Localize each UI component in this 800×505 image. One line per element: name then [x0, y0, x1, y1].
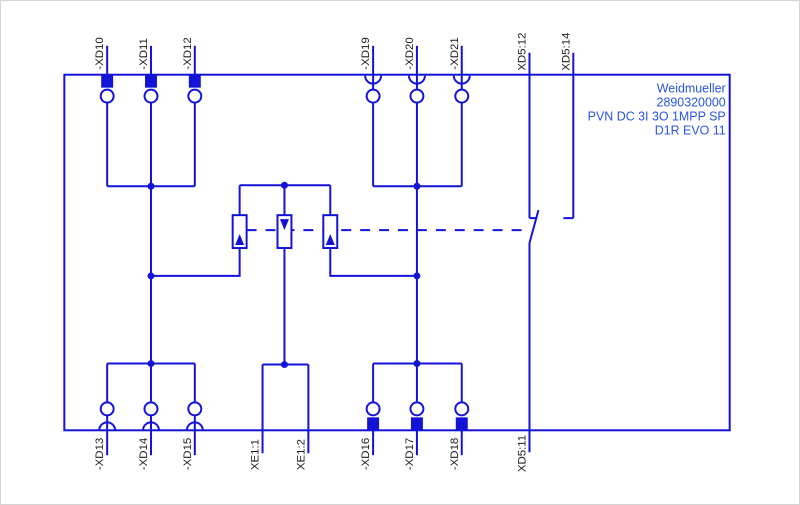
- terminal-label: XE1:1: [250, 439, 262, 470]
- junction-dot: [413, 360, 421, 368]
- socket-contact-icon: [364, 75, 383, 85]
- terminal-group-top-right: -XD19 -XD20 -XD21: [360, 37, 471, 190]
- junction-dot: [147, 182, 155, 190]
- junction-dot: [413, 272, 421, 280]
- terminal-label: -XD15: [182, 438, 194, 470]
- terminal-point-icon: [143, 401, 159, 417]
- terminal-label: -XD11: [138, 38, 150, 70]
- remote-signal-terminal-bottom: XD5:11: [517, 435, 529, 472]
- terminal-point-icon: [187, 401, 203, 417]
- socket-contact-icon: [98, 421, 117, 431]
- socket-contact-icon: [452, 75, 471, 85]
- plug-contact-icon: [145, 74, 157, 88]
- terminal-label: -XD14: [138, 437, 150, 470]
- terminal-point-icon: [365, 88, 381, 104]
- terminal-label: -XD13: [94, 438, 106, 470]
- plug-contact-icon: [455, 417, 468, 431]
- terminal-label: -XD20: [404, 37, 416, 69]
- surge-arrester-center: [276, 214, 293, 250]
- terminal-label: XD5:12: [517, 33, 529, 71]
- terminal-label: -XD16: [360, 438, 372, 470]
- varistor-triangle-down-icon: [279, 219, 289, 231]
- terminal-group-top-left: -XD10 -XD11 -XD12: [94, 37, 203, 190]
- terminal-label: -XD21: [449, 37, 461, 69]
- socket-contact-icon: [407, 75, 426, 85]
- earth-terminal-group: XE1:1 XE1:2: [250, 361, 310, 470]
- plug-contact-icon: [101, 74, 114, 88]
- terminal-label: XE1:2: [295, 439, 307, 470]
- terminal-point-icon: [454, 88, 470, 104]
- terminal-point-icon: [187, 88, 203, 104]
- remote-contact-switch: [528, 209, 574, 453]
- product-series: D1R EVO 11: [655, 123, 726, 137]
- junction-dot: [280, 361, 288, 369]
- terminal-label: -XD19: [360, 37, 372, 69]
- terminal-point-icon: [365, 401, 381, 417]
- arrester-body: [276, 214, 293, 250]
- terminal-point-icon: [409, 401, 425, 417]
- terminal-point-icon: [143, 88, 159, 104]
- junction-dot: [147, 360, 155, 368]
- terminal-label: XD5:14: [560, 32, 572, 71]
- bus-lines: [149, 102, 418, 402]
- device-outline: [63, 73, 731, 432]
- terminal-point-icon: [409, 88, 425, 104]
- terminal-group-bottom-left: -XD13 -XD14 -XD15: [94, 360, 204, 470]
- terminal-label: XD5:11: [517, 435, 529, 472]
- terminal-point-icon: [454, 401, 470, 417]
- arrester-wire-to-left-bus: [150, 248, 241, 277]
- socket-contact-icon: [185, 421, 204, 431]
- varistor-triangle-up-icon: [325, 234, 335, 246]
- remote-signal-terminals-top: XD5:12 XD5:14: [517, 32, 575, 219]
- socket-contact-icon: [142, 421, 160, 431]
- terminal-point-icon: [99, 88, 115, 104]
- product-info: Weidmueller 2890320000 PVN DC 3I 3O 1MPP…: [588, 82, 726, 138]
- surge-arrester-left: [231, 214, 248, 250]
- junction-dot: [147, 272, 155, 280]
- terminal-label: -XD12: [182, 37, 194, 69]
- varistor-triangle-up-icon: [235, 234, 245, 246]
- arrester-body: [322, 214, 339, 250]
- terminal-group-bottom-right: -XD16 -XD17 -XD18: [360, 360, 470, 470]
- arrester-wire-to-right-bus: [329, 248, 417, 277]
- plug-contact-icon: [367, 417, 380, 431]
- arrester-body: [231, 214, 248, 250]
- terminal-label: -XD18: [449, 438, 461, 470]
- plug-contact-icon: [188, 74, 201, 88]
- junction-dot: [280, 181, 288, 189]
- terminal-label: -XD10: [94, 37, 106, 69]
- terminal-point-icon: [99, 401, 115, 417]
- junction-dot: [413, 182, 421, 190]
- switch-blade: [528, 209, 540, 244]
- terminal-label: -XD17: [404, 438, 416, 470]
- surge-arrester-block: [147, 181, 421, 365]
- product-type: PVN DC 3I 3O 1MPP SP: [588, 110, 726, 124]
- surge-arrester-right: [322, 214, 339, 250]
- plug-contact-icon: [410, 417, 423, 431]
- brand-name: Weidmueller: [657, 82, 726, 96]
- order-number: 2890320000: [657, 96, 726, 110]
